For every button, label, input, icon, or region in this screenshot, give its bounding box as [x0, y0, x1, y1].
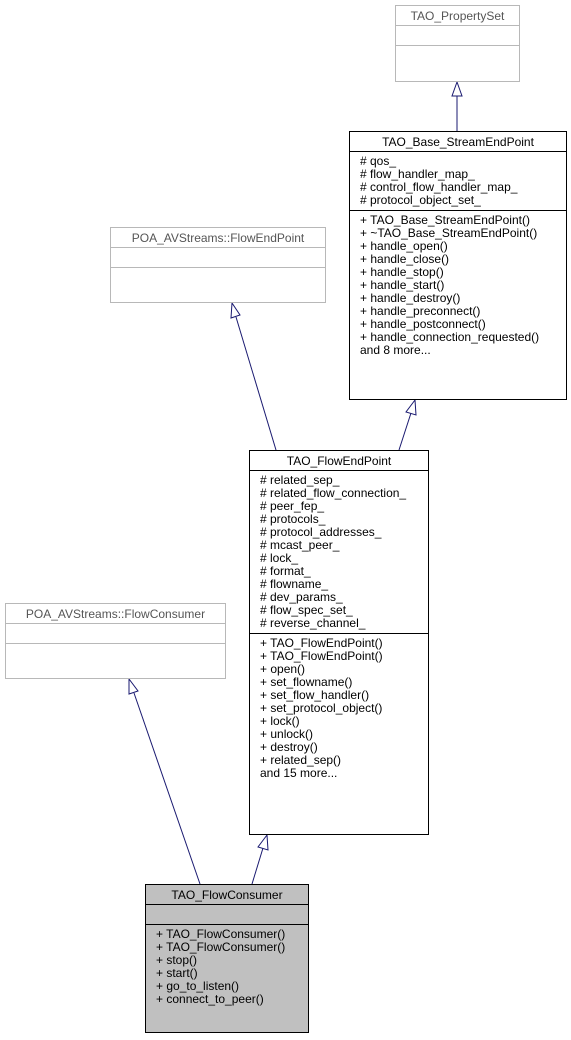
attribute: # reverse_channel_ — [260, 617, 366, 630]
edge-flowendpoint-to-base-arrow — [405, 398, 417, 416]
attributes-section: # qos_ # flow_handler_map_ # control_flo… — [350, 151, 566, 210]
more-operations: and 8 more... — [360, 344, 431, 357]
class-poa-avstreams-flowconsumer[interactable]: POA_AVStreams::FlowConsumer — [5, 603, 226, 679]
attribute: # related_flow_connection_ — [260, 487, 407, 500]
operation: + destroy() — [260, 741, 318, 754]
edge-consumer-to-flowendpoint — [251, 847, 264, 885]
operations-section — [6, 643, 225, 663]
operation: + handle_preconnect() — [360, 305, 481, 318]
operation: + handle_stop() — [360, 266, 444, 279]
operation: + TAO_FlowConsumer() — [156, 941, 286, 954]
attribute: # flowname_ — [260, 578, 329, 591]
attribute: # format_ — [260, 565, 311, 578]
operation: + handle_destroy() — [360, 292, 461, 305]
operation: + set_protocol_object() — [260, 702, 383, 715]
attribute: # dev_params_ — [260, 591, 343, 604]
edge-consumer-to-flowendpoint-arrow — [257, 833, 269, 851]
operation: + TAO_Base_StreamEndPoint() — [360, 214, 530, 227]
attributes-section — [111, 247, 325, 267]
operation: + handle_start() — [360, 279, 445, 292]
operation: + start() — [156, 967, 198, 980]
operation: + handle_postconnect() — [360, 318, 486, 331]
operation: + unlock() — [260, 728, 314, 741]
attribute: # flow_handler_map_ — [360, 168, 475, 181]
operation: + set_flowname() — [260, 676, 353, 689]
attribute: # lock_ — [260, 552, 299, 565]
operation: + ~TAO_Base_StreamEndPoint() — [360, 227, 538, 240]
operation: + stop() — [156, 954, 198, 967]
class-poa-avstreams-flowendpoint[interactable]: POA_AVStreams::FlowEndPoint — [110, 227, 326, 303]
operations-section: + TAO_FlowEndPoint() + TAO_FlowEndPoint(… — [250, 633, 428, 783]
edge-consumer-to-poa-consumer-arrow — [128, 677, 139, 695]
edge-flowendpoint-to-base — [398, 412, 412, 451]
class-tao-flowendpoint[interactable]: TAO_FlowEndPoint # related_sep_ # relate… — [249, 450, 429, 835]
attribute: # flow_spec_set_ — [260, 604, 353, 617]
operation: + lock() — [260, 715, 300, 728]
attribute: # related_sep_ — [260, 474, 340, 487]
edge-base-to-propertyset-arrow — [451, 80, 463, 97]
attributes-section — [146, 904, 308, 924]
edge-flowendpoint-to-poa-flowendpoint-arrow — [230, 301, 241, 319]
class-tao-base-streamendpoint[interactable]: TAO_Base_StreamEndPoint # qos_ # flow_ha… — [349, 131, 567, 400]
attributes-section: # related_sep_ # related_flow_connection… — [250, 470, 428, 633]
attribute: # qos_ — [360, 155, 397, 168]
class-name: TAO_Base_StreamEndPoint — [382, 135, 534, 149]
attributes-section — [396, 25, 519, 45]
attributes-section — [6, 623, 225, 643]
attribute: # control_flow_handler_map_ — [360, 181, 518, 194]
class-name: TAO_FlowEndPoint — [286, 454, 392, 468]
class-name: TAO_PropertySet — [410, 9, 505, 23]
edge-flowendpoint-to-poa-flowendpoint — [235, 316, 277, 451]
operations-section: + TAO_FlowConsumer() + TAO_FlowConsumer(… — [146, 924, 308, 1009]
operation: + set_flow_handler() — [260, 689, 370, 702]
operation: + TAO_FlowConsumer() — [156, 928, 286, 941]
more-operations: and 15 more... — [260, 767, 338, 780]
operation: + TAO_FlowEndPoint() — [260, 637, 383, 650]
attribute: # protocols_ — [260, 513, 326, 526]
attribute: # peer_fep_ — [260, 500, 325, 513]
operations-section — [111, 267, 325, 287]
operations-section: + TAO_Base_StreamEndPoint() + ~TAO_Base_… — [350, 210, 566, 360]
operation: + handle_close() — [360, 253, 450, 266]
class-name: TAO_FlowConsumer — [171, 888, 283, 902]
class-name: POA_AVStreams::FlowEndPoint — [131, 231, 305, 245]
class-name: POA_AVStreams::FlowConsumer — [25, 607, 206, 621]
attribute: # protocol_object_set_ — [360, 194, 481, 207]
operations-section — [396, 45, 519, 65]
operation: + handle_connection_requested() — [360, 331, 540, 344]
operation: + related_sep() — [260, 754, 342, 767]
operation: + TAO_FlowEndPoint() — [260, 650, 383, 663]
edge-consumer-to-poa-consumer — [133, 692, 201, 885]
attribute: # mcast_peer_ — [260, 539, 340, 552]
operation: + handle_open() — [360, 240, 448, 253]
class-tao-flowconsumer[interactable]: TAO_FlowConsumer + TAO_FlowConsumer() + … — [145, 884, 309, 1033]
operation: + go_to_listen() — [156, 980, 240, 993]
attribute: # protocol_addresses_ — [260, 526, 382, 539]
operation: + open() — [260, 663, 306, 676]
operation: + connect_to_peer() — [156, 993, 264, 1006]
class-tao-propertyset[interactable]: TAO_PropertySet — [395, 5, 520, 82]
